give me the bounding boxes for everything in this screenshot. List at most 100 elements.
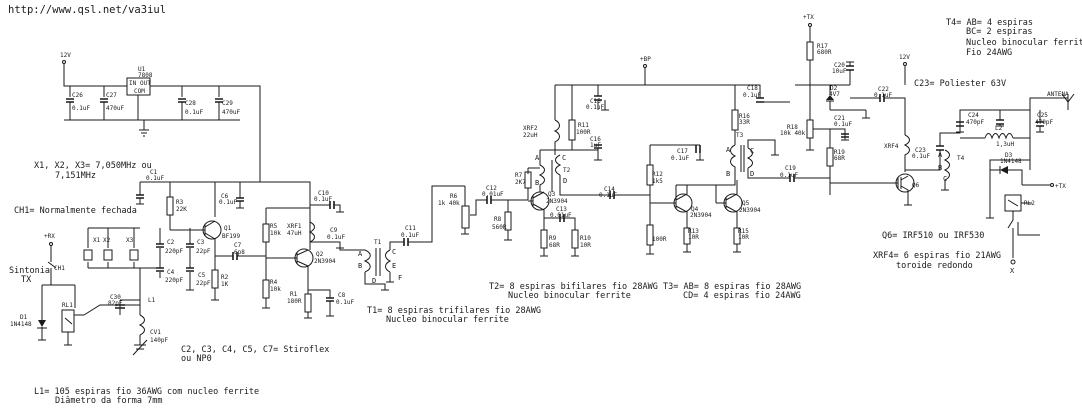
label-c10: C10: [318, 190, 329, 197]
value-xrf2: 22uH: [523, 132, 538, 139]
label-t3: T3: [736, 132, 744, 139]
value-r6: 1k 40k: [438, 200, 460, 207]
label-d2: D2: [830, 85, 838, 92]
crystal-x3: [129, 249, 139, 261]
label-q4: Q4: [691, 206, 699, 213]
value-cv1: 140pF: [150, 337, 168, 344]
label-r14-ref: R13: [688, 228, 699, 235]
label-r15: R15: [738, 228, 749, 235]
value-c20: 10uF: [832, 68, 847, 75]
terminal-x: [1010, 259, 1016, 265]
resistor-r3: [166, 196, 174, 216]
label-c6: C6: [221, 193, 229, 200]
value-c3: 22pF: [196, 248, 211, 255]
rail-tx-top: +TX: [803, 14, 814, 21]
note-xrf4-1: XRF4= 6 espiras fio 21AWG: [873, 251, 1001, 261]
t4-pin-c: C: [943, 175, 947, 183]
choke-xrf2: [553, 119, 560, 155]
note-sintonia-2: TX: [21, 275, 32, 285]
value-c26: 0.1uF: [72, 105, 90, 112]
label-cv1: CV1: [150, 329, 161, 336]
value-c2: 220pF: [165, 248, 183, 255]
potentiometer-r6: [461, 205, 470, 229]
note-t2-1: T2= 8 espiras bifilares fio 28AWG: [489, 282, 658, 292]
rail-12v-right: 12V: [899, 54, 910, 61]
label-d1: D1: [20, 314, 28, 321]
label-l1: L1: [148, 297, 156, 304]
label-c20: C20: [834, 62, 845, 69]
value-c5: 22pF: [196, 280, 211, 287]
value-c29: 470uF: [222, 109, 240, 116]
value-r15: 10R: [738, 234, 749, 241]
transformer-t1: [363, 249, 371, 273]
resistor-r10: [571, 229, 579, 249]
resistor-r13: [646, 224, 654, 246]
label-c23: C23: [915, 147, 926, 154]
label-c11: C11: [405, 225, 416, 232]
label-u1: U1: [138, 66, 146, 73]
final-amplifier-section: +TX R17 680R C20 10uF D2 4V7 R18 10k 40k…: [780, 14, 1075, 275]
label-xrf1: XRF1: [287, 223, 302, 230]
label-r9: R9: [549, 235, 557, 242]
label-r1: R1: [290, 291, 298, 298]
value-c28: 0.1uF: [185, 109, 203, 116]
note-t4-4: Fio 24AWG: [966, 48, 1012, 58]
label-x1: X1: [93, 237, 101, 244]
label-c27: C27: [106, 92, 117, 99]
value-c10: 0.1uF: [314, 196, 332, 203]
value-r14: 10R: [688, 234, 699, 241]
label-q5: Q5: [742, 200, 750, 207]
diode-d3: [1000, 166, 1008, 174]
label-c2: C2: [167, 239, 175, 246]
value-r9: 68R: [549, 242, 560, 249]
label-c14: C14: [604, 186, 615, 193]
part-q1: BF199: [222, 233, 240, 240]
rail-bp: +BP: [640, 56, 651, 63]
label-l2: L2: [995, 125, 1003, 132]
value-c13: 0.01uF: [550, 212, 572, 219]
label-r2: R2: [221, 274, 229, 281]
rail-tx-right: +TX: [1055, 183, 1066, 190]
value-c17: 0.1uF: [671, 155, 689, 162]
resistor-r12: [646, 164, 654, 186]
push-pull-section: R12 1k5 100R C17 0.1uF Q4 2N3904 R13 10R…: [646, 84, 831, 255]
value-c8: 0.1uF: [336, 299, 354, 306]
label-u1-part: 7808: [138, 72, 153, 79]
t3-pin-b: B: [726, 170, 730, 178]
transformer-t2: [538, 150, 545, 192]
t2-pin-d: D: [563, 177, 567, 185]
transformer-t3: [730, 144, 737, 180]
value-c19: 0.1uF: [780, 172, 798, 179]
driver-section: R6 1k 40k C12 0.01uF R8 560R +BP XRF2 22…: [438, 56, 735, 257]
choke-xrf4: [903, 134, 910, 172]
value-c14: 0.1uF: [599, 192, 617, 199]
label-c1: C1: [150, 169, 158, 176]
label-q6: Q6: [912, 182, 920, 189]
transformer-t4: [943, 149, 950, 181]
label-c29: C29: [222, 100, 233, 107]
value-l2: 1,3uH: [996, 141, 1014, 148]
label-rl1: RL1: [62, 302, 73, 309]
value-c18: 0.1uF: [743, 92, 761, 99]
transistor-q1: [202, 220, 222, 240]
source-url: http://www.qsl.net/va3iul: [8, 4, 166, 16]
label-t2: T2: [563, 167, 571, 174]
label-r11: R11: [578, 122, 589, 129]
diode-d1: [38, 320, 46, 327]
label-r6: R6: [450, 193, 458, 200]
label-c30: C30: [110, 294, 121, 301]
value-c6: 0.1uF: [219, 199, 237, 206]
switch-ch1[interactable]: [47, 261, 57, 276]
note-t1-1: T1= 8 espiras trifilares fio 28AWG: [367, 306, 541, 316]
t4-pin-b: B: [938, 164, 942, 172]
u1-pin-out: OUT: [140, 80, 151, 87]
label-r16: R16: [739, 113, 750, 120]
value-r12: 1k5: [652, 178, 663, 185]
resistor-r4: [262, 279, 270, 299]
value-c1: 0.1uF: [146, 175, 164, 182]
variable-capacitor-cv1: [132, 339, 148, 356]
note-l1-1: L1= 105 espiras fio 36AWG com nucleo fer…: [34, 387, 259, 397]
label-r8: R8: [494, 216, 502, 223]
note-t1-2: Nucleo binocular ferrite: [386, 315, 509, 325]
